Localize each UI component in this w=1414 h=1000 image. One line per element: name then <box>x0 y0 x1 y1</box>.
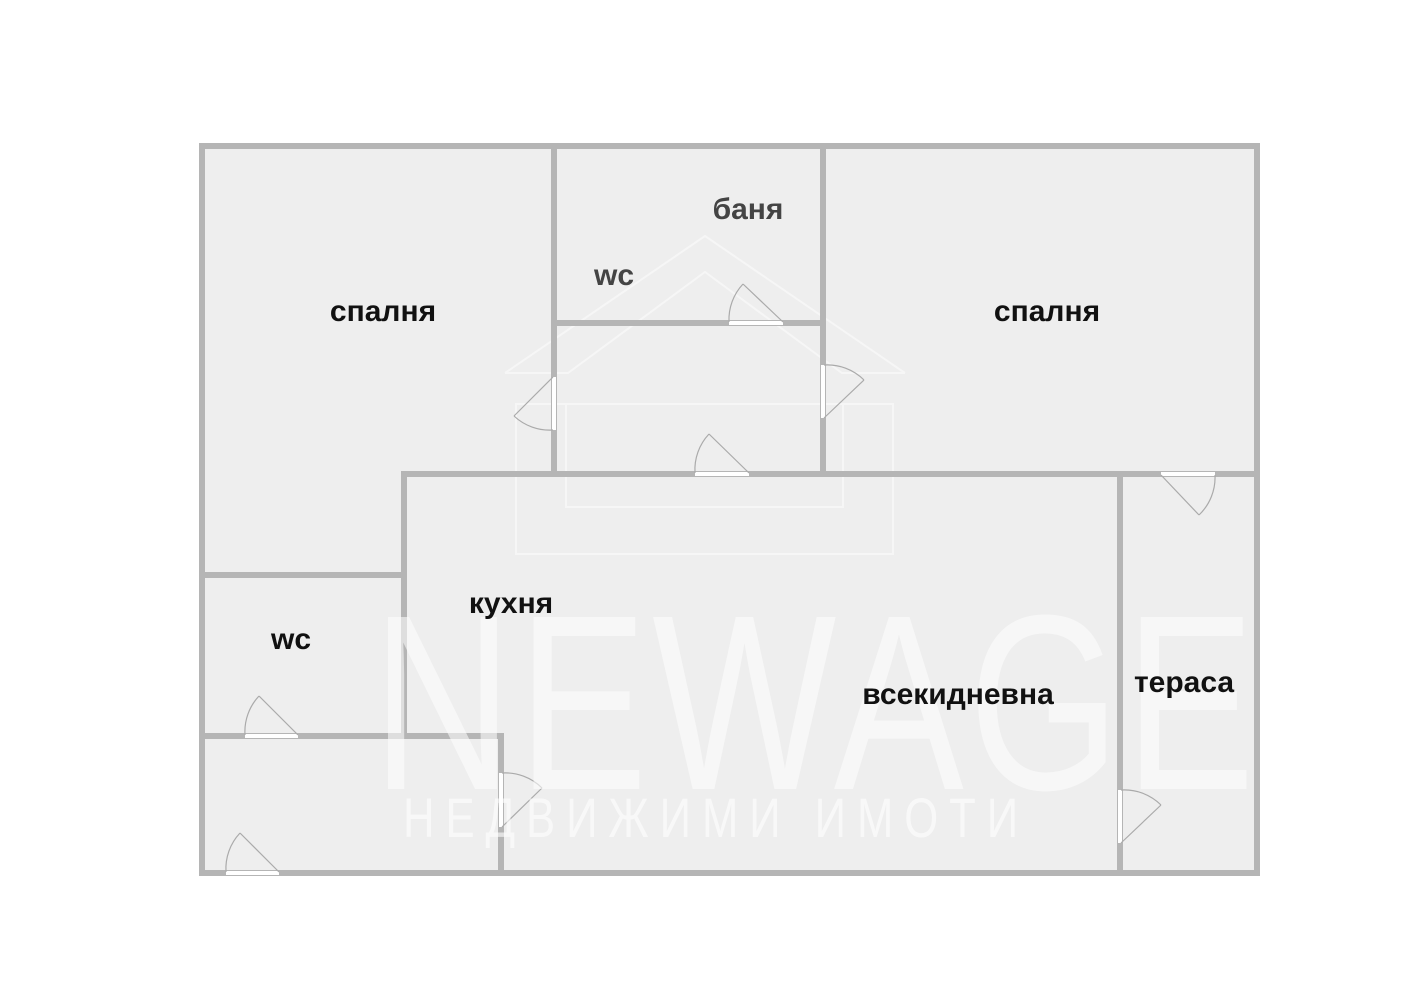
door-openings <box>226 321 1215 875</box>
door-bedroom-left-icon <box>513 376 554 431</box>
door-swings <box>225 283 1216 873</box>
label-kitchen: кухня <box>468 587 554 620</box>
watermark-tagline: НЕДВИЖИМИ ИМОТИ <box>403 786 1030 849</box>
door-terrace-bottom-icon <box>1120 789 1162 844</box>
door-bedroom-right-icon <box>823 364 865 419</box>
label-wc-bottom: wc <box>270 623 312 656</box>
label-living-room: всекидневна <box>862 678 1054 711</box>
label-bedroom-left: спалня <box>329 295 437 328</box>
door-wc-bottom-icon <box>244 695 299 736</box>
walls <box>199 143 1260 876</box>
door-terrace-top-icon <box>1160 474 1216 516</box>
watermark-brand: NEWAGE <box>372 563 1260 842</box>
door-entrance-icon <box>225 832 280 873</box>
label-wc-top: wc <box>593 259 635 292</box>
label-bathroom: баня <box>712 193 784 226</box>
label-terrace: тераса <box>1133 666 1235 699</box>
door-hall-kitchen-icon <box>501 772 543 828</box>
label-bedroom-right: спалня <box>993 295 1101 328</box>
watermark-house-icon <box>504 234 906 555</box>
door-hall-icon <box>694 433 750 474</box>
door-bathroom-icon <box>728 283 784 323</box>
floor-areas <box>201 145 1258 874</box>
